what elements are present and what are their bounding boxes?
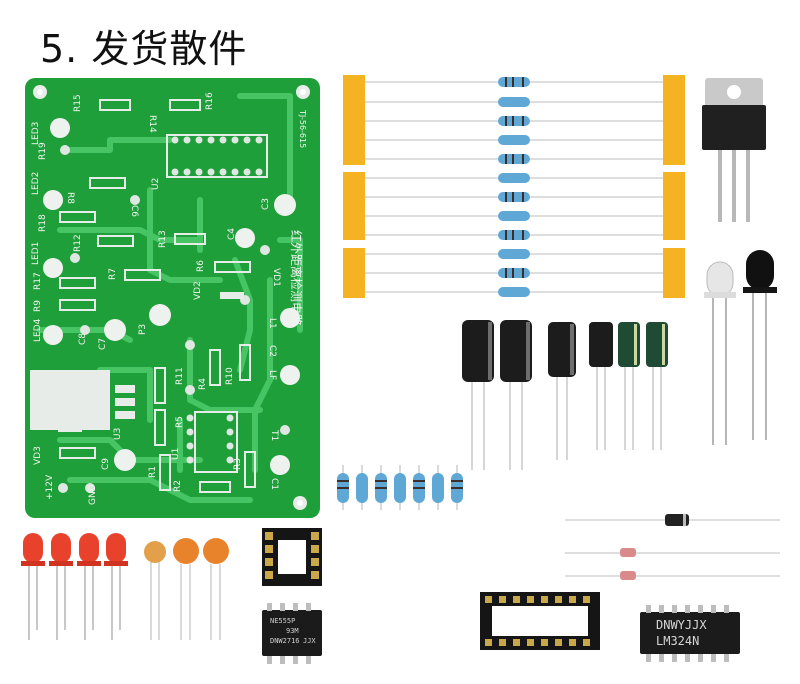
chip-text: LM324N bbox=[656, 634, 699, 648]
pcb-label: R7 bbox=[108, 268, 118, 280]
chip-text: 93M bbox=[286, 627, 299, 635]
pcb-label: C7 bbox=[98, 338, 108, 350]
diodes bbox=[565, 514, 780, 580]
pcb-label: LED4 bbox=[33, 318, 43, 342]
pcb-label: LF bbox=[267, 370, 277, 380]
ceramic-capacitors bbox=[144, 538, 229, 640]
pcb-label: C2 bbox=[267, 345, 277, 357]
pcb-label: R19 bbox=[38, 142, 48, 160]
pcb-label: LED2 bbox=[31, 172, 41, 195]
red-leds bbox=[21, 533, 128, 640]
pcb-name: 红外距离检测电路 bbox=[289, 230, 304, 326]
pcb-code: TJ-56-615 bbox=[298, 109, 307, 148]
voltage-regulator bbox=[702, 78, 766, 222]
pcb-label: R5 bbox=[175, 416, 185, 428]
pcb-label: U1 bbox=[171, 448, 181, 460]
pcb-label: R4 bbox=[198, 378, 208, 390]
pcb-label: R6 bbox=[196, 260, 206, 272]
pcb-label: C6 bbox=[129, 205, 139, 217]
pcb-label: R2 bbox=[173, 480, 183, 492]
ne555-chip: NE555P 93M DNW2716 JJX bbox=[262, 603, 322, 664]
pcb-label: C4 bbox=[227, 228, 237, 240]
loose-resistors bbox=[337, 465, 463, 510]
pcb-label: C1 bbox=[269, 478, 279, 490]
lm324-chip: DNWYJJX LM324N bbox=[640, 605, 740, 662]
pcb-label: T1 bbox=[269, 429, 279, 441]
pcb-label: LED1 bbox=[31, 242, 41, 265]
pcb-label: VD2 bbox=[193, 281, 203, 300]
pcb-label: R14 bbox=[147, 115, 157, 133]
chip-text: DNWYJJX bbox=[656, 618, 707, 632]
chip-text: JJX bbox=[303, 637, 316, 645]
resistor-tape-strip bbox=[343, 75, 685, 298]
pcb-label: R9 bbox=[33, 300, 43, 312]
pcb-label: +12V bbox=[45, 474, 55, 500]
pcb-label: P3 bbox=[138, 324, 148, 335]
chip-text: NE555P bbox=[270, 617, 295, 625]
pcb-label: L1 bbox=[267, 318, 277, 329]
pcb-label: R15 bbox=[73, 94, 83, 112]
pcb-label: VD3 bbox=[33, 446, 43, 465]
ic-socket-16pin bbox=[480, 592, 600, 650]
pcb-label: R17 bbox=[33, 272, 43, 290]
pcb-label: R8 bbox=[65, 192, 75, 204]
pcb-label: U2 bbox=[151, 178, 161, 190]
electrolytic-capacitors bbox=[462, 320, 668, 470]
pcb-label: R1 bbox=[148, 466, 158, 478]
pcb-board: R15 R14 R16 LED3 R19 U2 R8 LED2 C6 R18 C… bbox=[25, 78, 320, 518]
pcb-label: C9 bbox=[101, 458, 111, 470]
pcb-label: R3 bbox=[233, 458, 243, 470]
pcb-label: R12 bbox=[73, 234, 83, 252]
pcb-label: C8 bbox=[78, 333, 88, 345]
pcb-label: LED3 bbox=[31, 122, 41, 145]
pcb-label: R10 bbox=[225, 367, 235, 385]
ir-led-pair bbox=[704, 250, 777, 445]
pcb-label: R11 bbox=[175, 367, 185, 385]
chip-text: DNW2716 bbox=[270, 637, 300, 645]
page-title: 5. 发货散件 bbox=[40, 27, 248, 71]
pcb-label: GND bbox=[88, 484, 98, 505]
pcb-label: VD1 bbox=[271, 268, 281, 287]
pcb-label: R16 bbox=[205, 92, 215, 110]
ic-socket-8pin bbox=[262, 528, 322, 586]
pcb-label: C3 bbox=[261, 198, 271, 210]
pcb-label: R18 bbox=[38, 214, 48, 232]
pcb-label: U3 bbox=[113, 428, 123, 440]
pcb-label: R13 bbox=[158, 230, 168, 248]
